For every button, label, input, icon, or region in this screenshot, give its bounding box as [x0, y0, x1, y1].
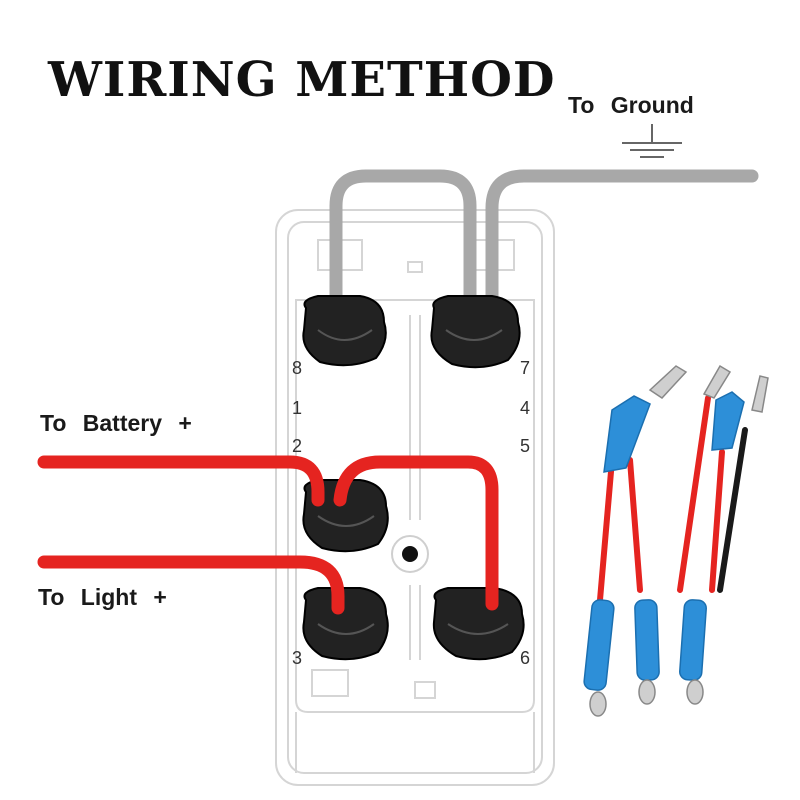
- terminal-bottom-left: [302, 587, 389, 661]
- diagram-title: WIRING METHOD: [48, 52, 556, 108]
- light-wire: [37, 555, 345, 615]
- gray-ground-wires: [329, 169, 759, 329]
- pin-number: 6: [520, 648, 531, 668]
- pin-number: 4: [520, 398, 531, 418]
- label-to-light: To Light +: [38, 584, 167, 610]
- label-to-ground: To Ground: [568, 92, 694, 118]
- pin-number: 5: [520, 436, 531, 456]
- terminal-top-right: [430, 295, 521, 369]
- pin-number: 1: [292, 398, 303, 418]
- wire-harness-parts: [583, 364, 769, 717]
- center-mounting-hole: [391, 535, 429, 573]
- terminal-bottom-right: [432, 587, 525, 661]
- pin-number: 2: [292, 436, 303, 456]
- terminals: [302, 295, 525, 661]
- label-to-battery: To Battery +: [40, 410, 192, 436]
- pin-number: 3: [292, 648, 303, 668]
- pin-number: 8: [292, 358, 303, 378]
- ground-symbol-icon: [622, 124, 682, 158]
- jumper-wire: [333, 455, 499, 611]
- pin-number: 7: [520, 358, 531, 378]
- battery-wire: [37, 455, 325, 507]
- terminal-top-left: [302, 295, 387, 367]
- red-wires: [37, 455, 499, 615]
